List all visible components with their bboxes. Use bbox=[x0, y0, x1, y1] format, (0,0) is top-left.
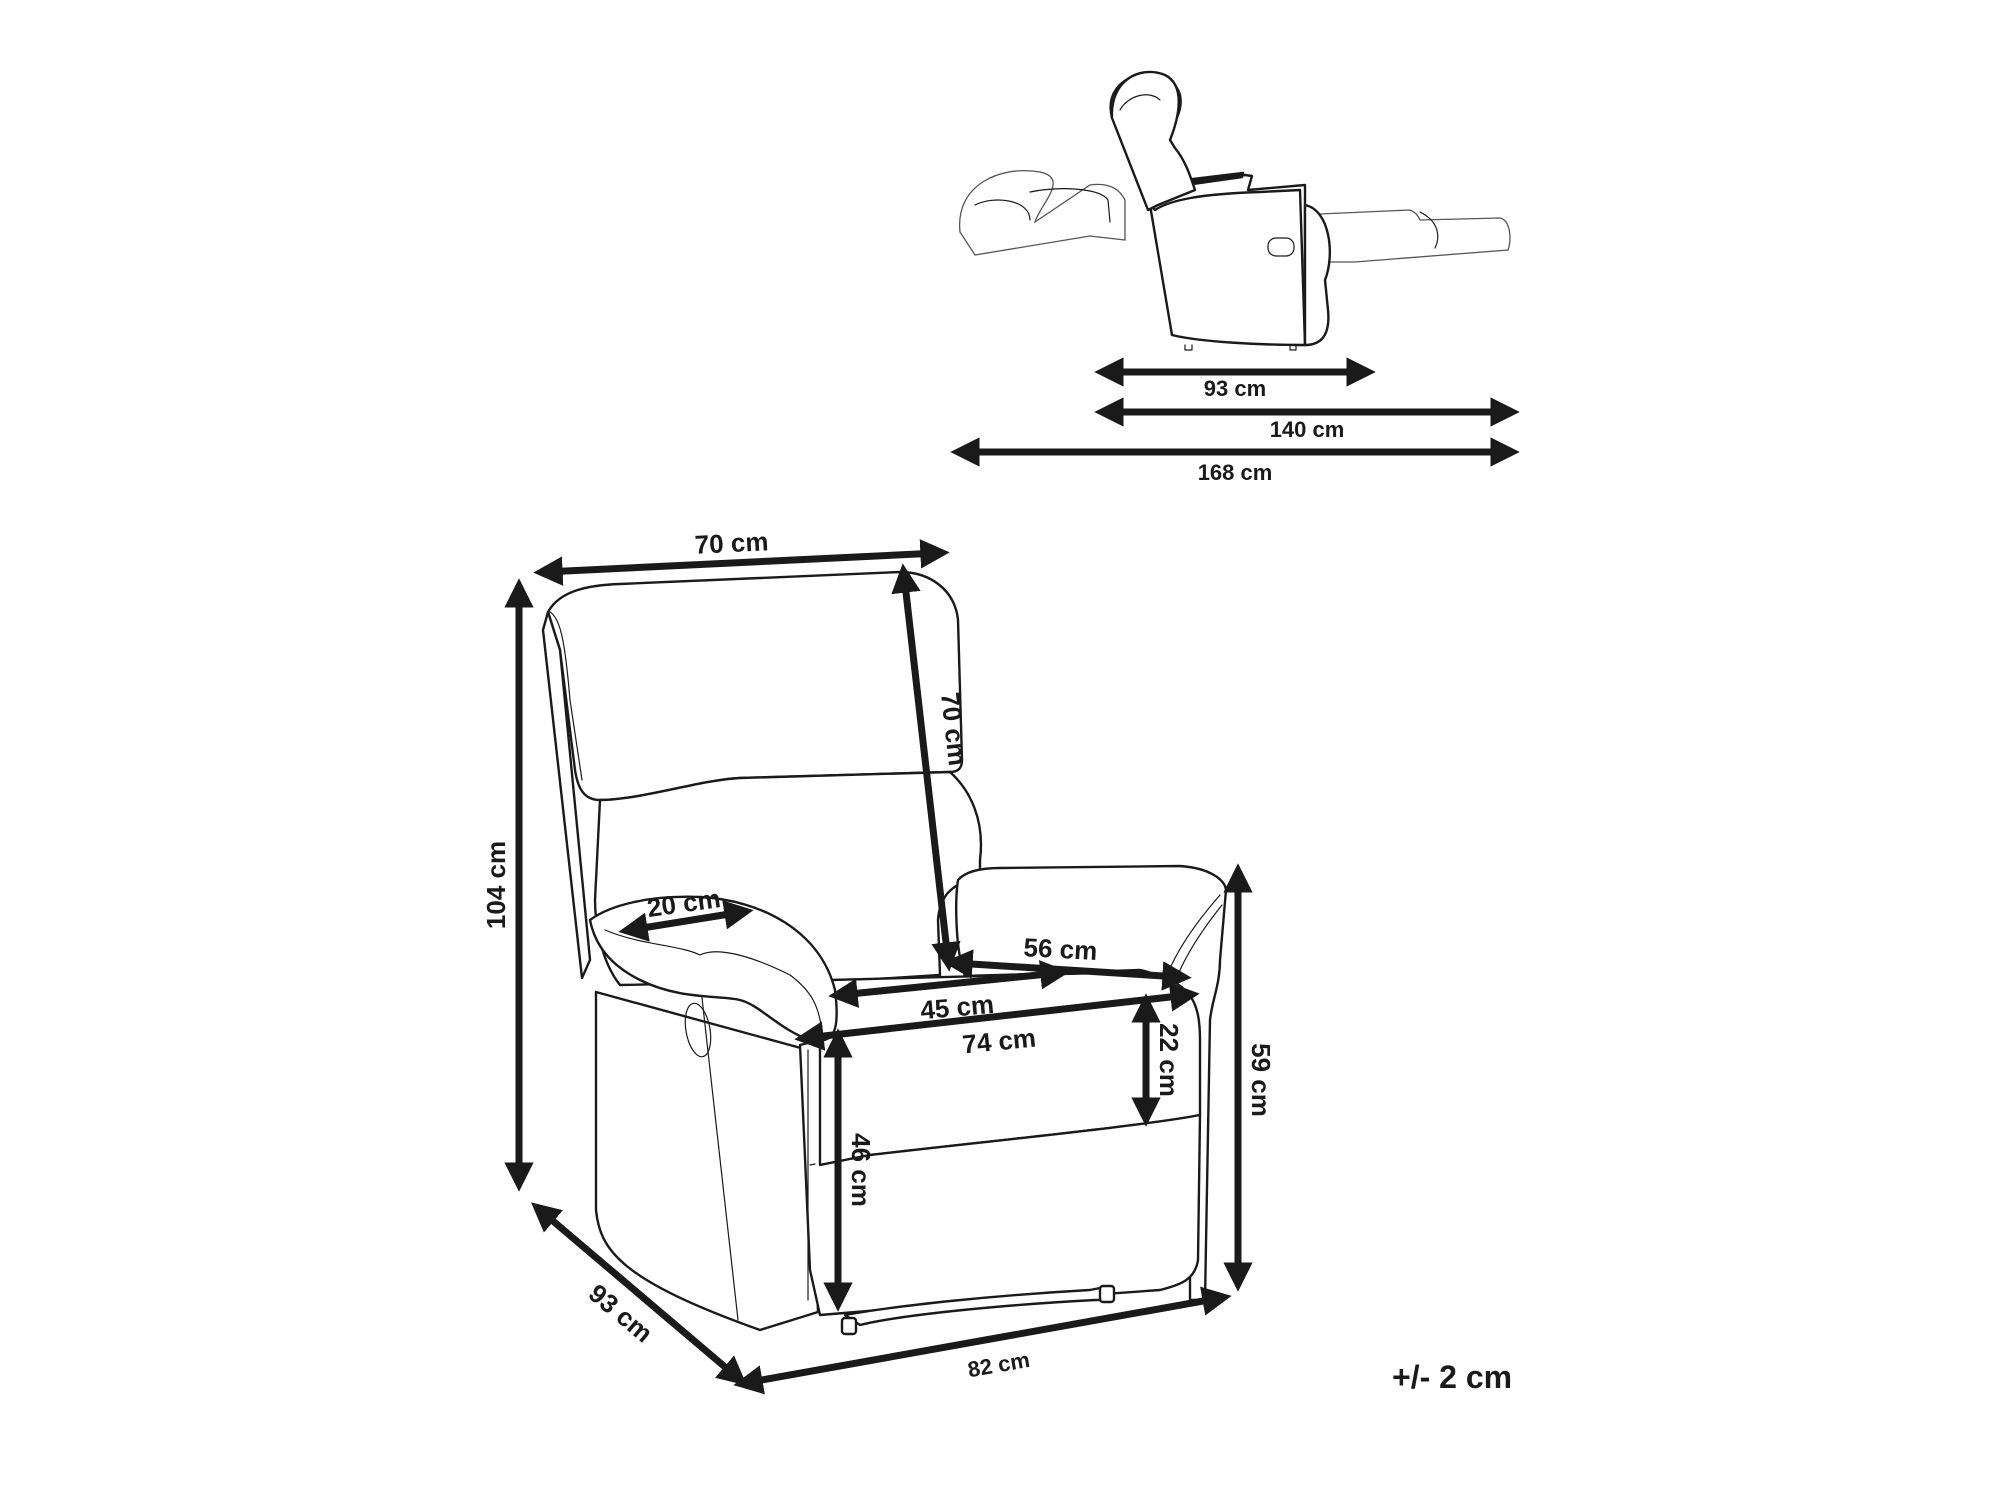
side-dimension-140: 140 cm bbox=[1094, 397, 1520, 442]
front-foot-left bbox=[840, 1316, 858, 1336]
side-footrest-fold bbox=[1303, 203, 1332, 347]
svg-text:93 cm: 93 cm bbox=[583, 1278, 659, 1348]
recline-handle bbox=[1267, 237, 1295, 257]
dimension-total-height-104: 104 cm bbox=[481, 578, 534, 1192]
svg-text:59 cm: 59 cm bbox=[1246, 1043, 1276, 1117]
side-backrest bbox=[1110, 70, 1197, 212]
dimension-inner-width-74: 74 cm bbox=[794, 982, 1200, 1060]
dimension-seat-height-46: 46 cm bbox=[823, 1028, 876, 1312]
recline-handle bbox=[684, 1002, 712, 1058]
svg-text:74 cm: 74 cm bbox=[961, 1023, 1037, 1060]
backrest-left-frame bbox=[541, 610, 592, 980]
svg-text:22 cm: 22 cm bbox=[1154, 1023, 1184, 1097]
front-foot-right bbox=[1098, 1284, 1116, 1304]
dimension-backrest-width-70: 70 cm bbox=[533, 526, 950, 586]
svg-text:93 cm: 93 cm bbox=[1204, 376, 1266, 401]
tolerance-note: +/- 2 cm bbox=[1392, 1359, 1512, 1395]
svg-text:82 cm: 82 cm bbox=[966, 1347, 1032, 1382]
side-arm-panel bbox=[1148, 188, 1307, 347]
dimension-arm-above-seat-22: 22 cm bbox=[1131, 993, 1184, 1127]
svg-text:56 cm: 56 cm bbox=[1023, 932, 1098, 966]
backrest-top-cushion bbox=[546, 570, 964, 802]
side-dimension-93: 93 cm bbox=[1094, 357, 1376, 401]
front-view-drawing bbox=[541, 570, 1228, 1336]
svg-text:70 cm: 70 cm bbox=[694, 526, 769, 560]
dimension-armrest-height-59: 59 cm bbox=[1223, 863, 1276, 1292]
svg-text:168 cm: 168 cm bbox=[1198, 460, 1273, 485]
reclined-backrest-ghost bbox=[959, 170, 1126, 256]
extended-footrest-ghost bbox=[1319, 209, 1511, 263]
svg-text:104 cm: 104 cm bbox=[481, 841, 511, 929]
svg-text:140 cm: 140 cm bbox=[1270, 417, 1345, 442]
side-dimension-168: 168 cm bbox=[950, 437, 1520, 485]
svg-text:46 cm: 46 cm bbox=[846, 1133, 876, 1207]
side-view-drawing bbox=[959, 70, 1511, 351]
